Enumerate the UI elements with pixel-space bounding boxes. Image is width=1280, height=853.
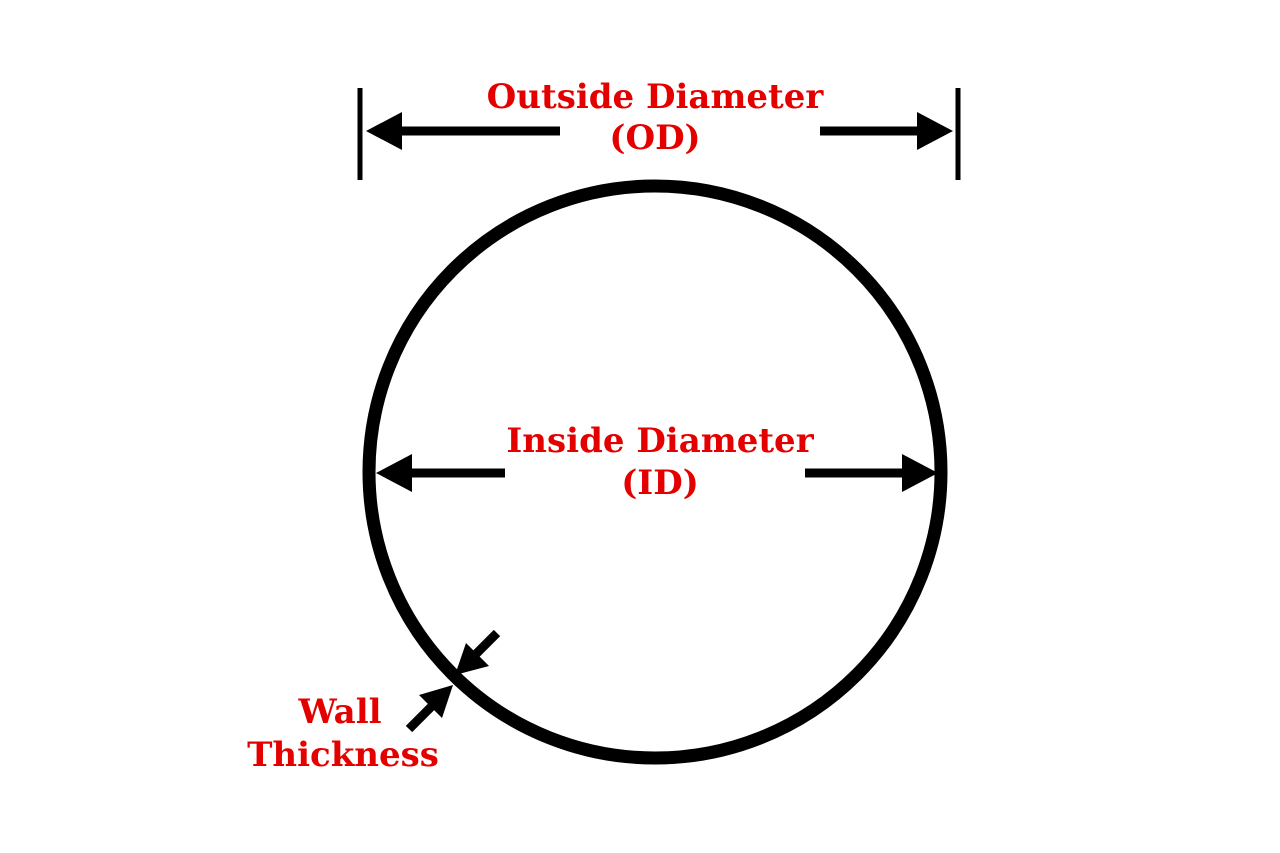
wall-label-line1: Wall <box>298 692 382 732</box>
od-label-line2: (OD) <box>609 118 701 158</box>
id-label-line1: Inside Diameter <box>506 421 814 461</box>
wall-lower-arrowhead-icon <box>419 685 453 718</box>
wall-upper-arrow-line <box>469 629 501 661</box>
od-label-line1: Outside Diameter <box>486 77 824 117</box>
wall-lower-arrow-line <box>405 700 438 733</box>
wall-label-line2: Thickness <box>247 735 439 775</box>
circle-outline <box>362 179 948 765</box>
id-label-line2: (ID) <box>621 463 699 503</box>
wall-upper-arrowhead-icon <box>455 643 489 675</box>
od-left-arrowhead-icon <box>366 112 402 150</box>
id-right-arrowhead-icon <box>902 454 938 492</box>
id-left-arrowhead-icon <box>376 454 412 492</box>
od-right-arrowhead-icon <box>917 112 953 150</box>
